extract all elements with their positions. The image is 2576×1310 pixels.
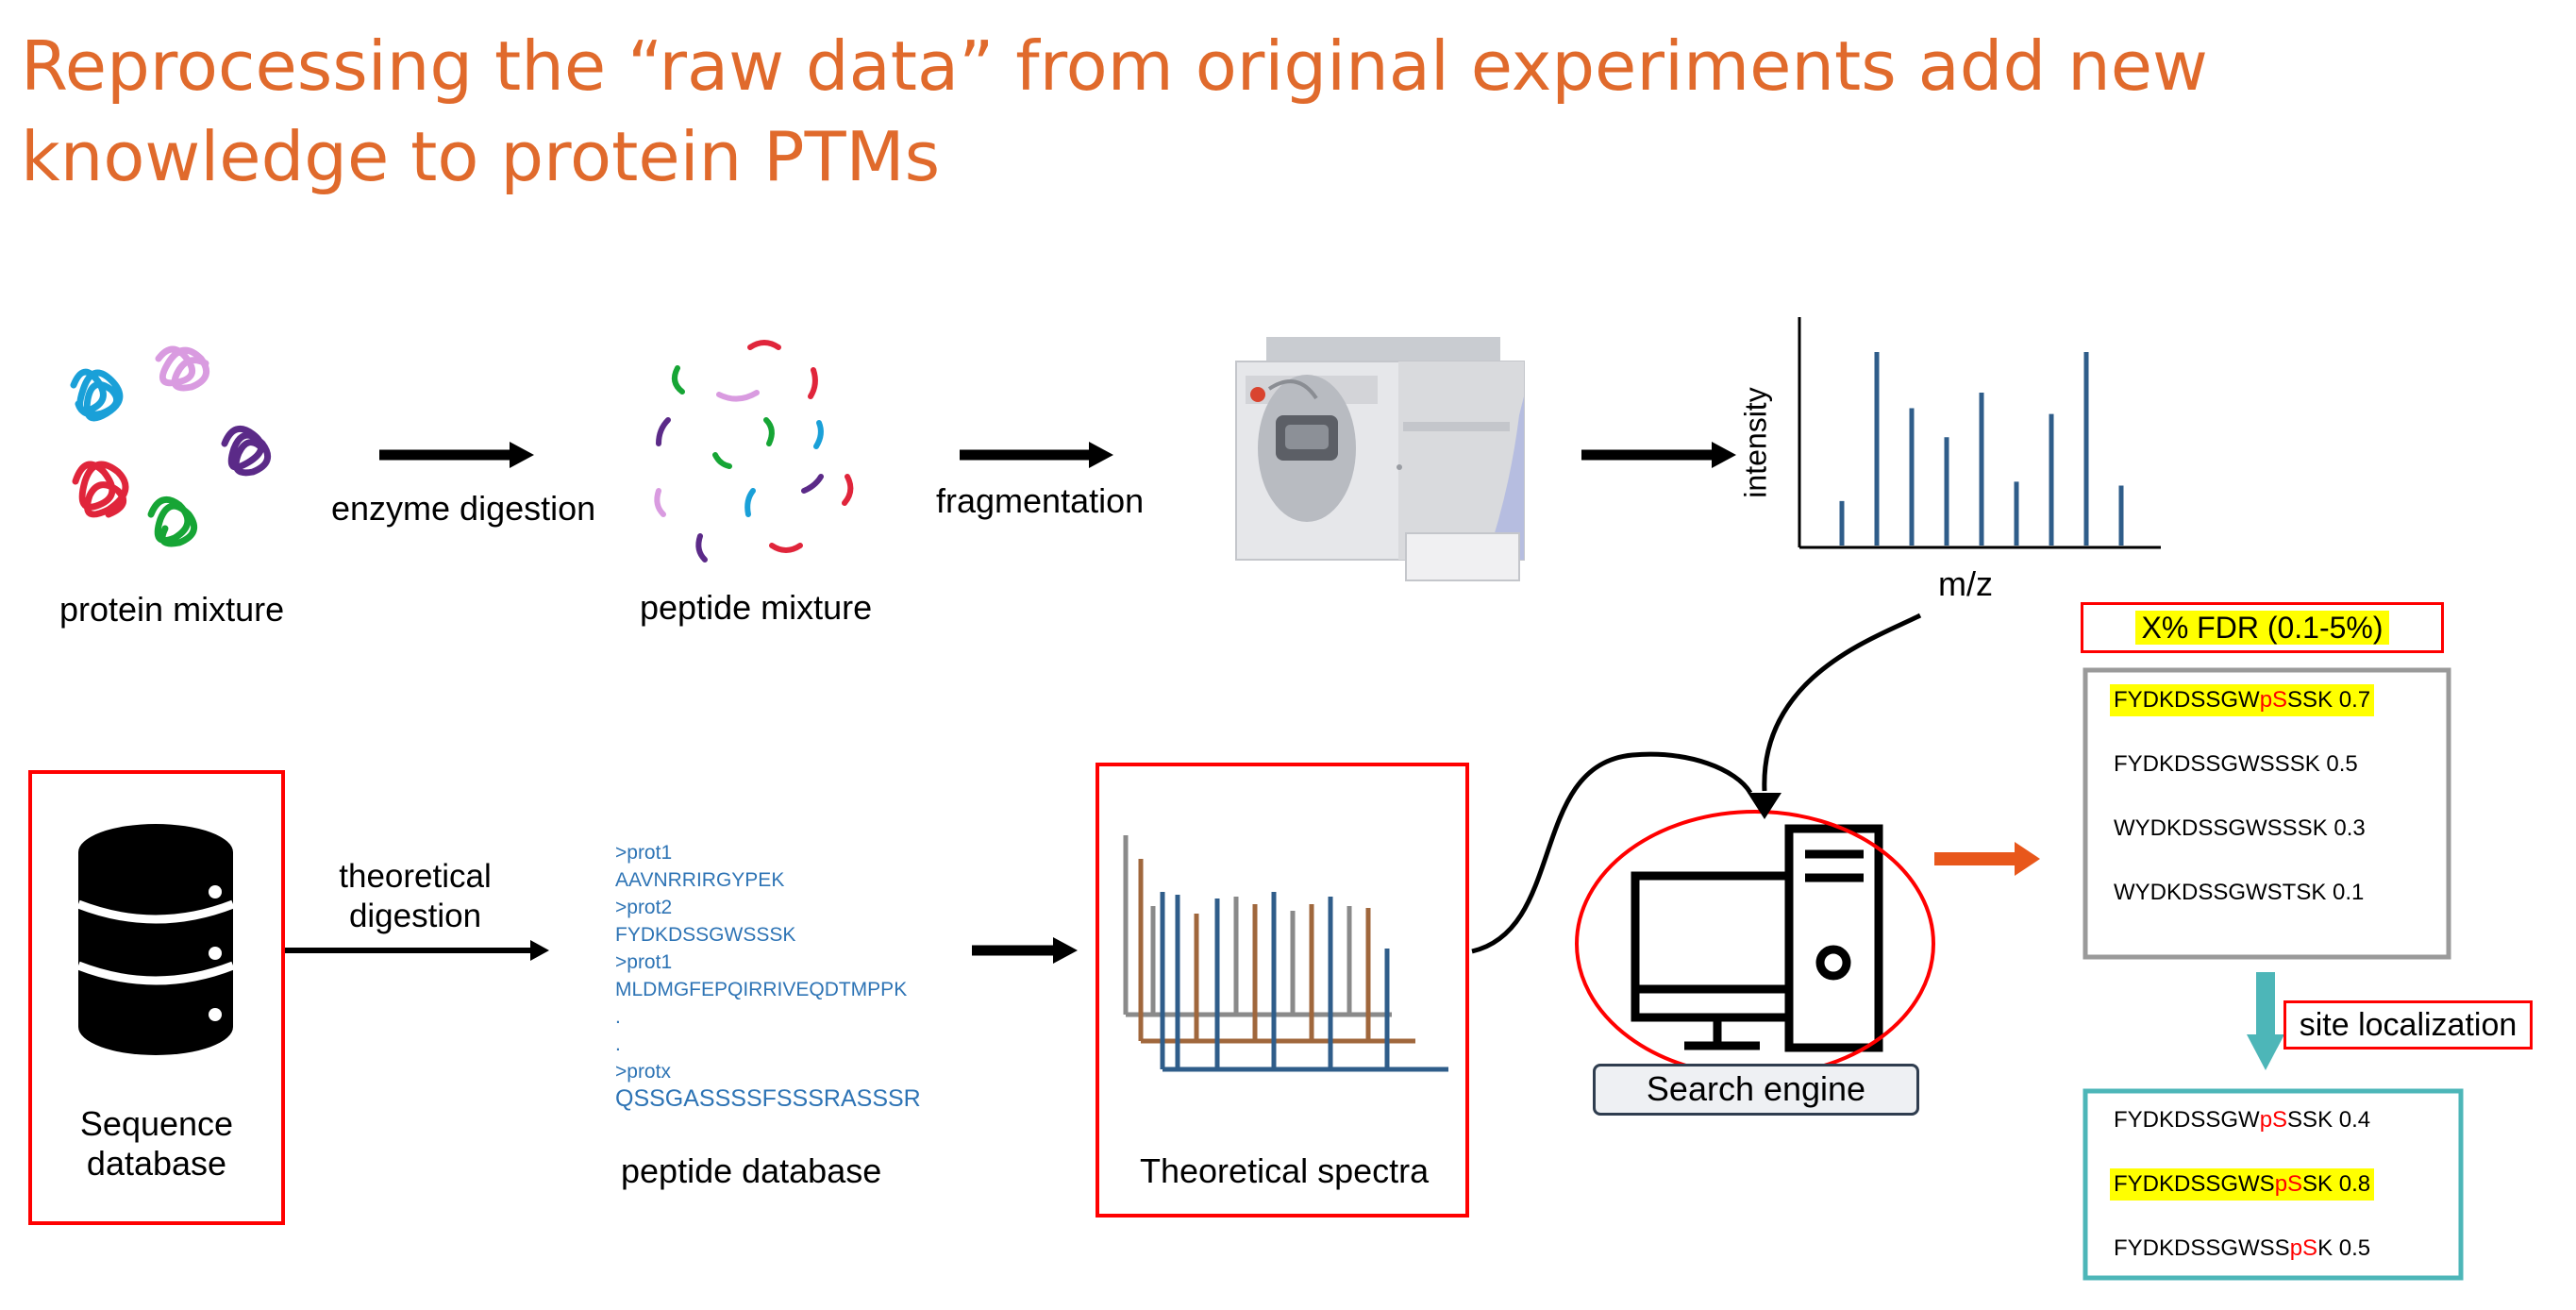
peptide-database-label: peptide database — [621, 1151, 882, 1190]
protein-mixture-label: protein mixture — [59, 590, 285, 629]
sequence-score: K 0.5 — [2317, 1235, 2371, 1261]
fasta-line: >prot1 — [615, 951, 673, 973]
mz-axis-label: m/z — [1938, 564, 1993, 603]
sequence-database-line2: database — [86, 1144, 227, 1183]
site-list-frame — [2083, 1088, 2464, 1281]
phospho-site: pS — [2274, 1171, 2303, 1197]
enzyme-digestion-label: enzyme digestion — [331, 489, 596, 528]
site-row: FYDKDSSGWpSSSK 0.4 — [2110, 1104, 2374, 1136]
sequence-text: FYDKDSSGWSS — [2114, 1235, 2290, 1261]
site-localization-label: site localization — [2283, 1000, 2533, 1050]
highlight-frames — [28, 763, 1935, 1225]
flow-arrows — [285, 442, 2284, 1070]
spectrum-chart — [1798, 317, 2161, 549]
sequence-database-label: Sequence database — [57, 1104, 257, 1184]
sequence-text: FYDKDSSGWSSSK 0.5 — [2114, 751, 2358, 777]
fdr-text: X% FDR (0.1-5%) — [2135, 611, 2389, 645]
theoretical-digestion-line1: theoretical — [339, 858, 492, 895]
page-title: Reprocessing the “raw data” from origina… — [21, 26, 2208, 196]
psm-list-frame — [2083, 667, 2451, 960]
psm-row: FYDKDSSGWpSSSK 0.7 — [2110, 684, 2375, 716]
psm-row: FYDKDSSGWSSSK 0.5 — [2110, 748, 2362, 781]
peptide-mixture-label: peptide mixture — [640, 588, 873, 627]
theoretical-spectra-label: Theoretical spectra — [1140, 1151, 1430, 1190]
psm-row: WYDKDSSGWSTSK 0.1 — [2110, 877, 2367, 909]
phospho-site: pS — [2289, 1235, 2318, 1261]
fasta-line: MLDMGFEPQIRRIVEQDTMPPK — [615, 979, 908, 1000]
sequence-score: SSK 0.4 — [2287, 1107, 2371, 1133]
sequence-text: WYDKDSSGWSTSK 0.1 — [2114, 880, 2365, 905]
sequence-score: SK 0.8 — [2302, 1171, 2371, 1197]
fragmentation-label: fragmentation — [936, 481, 1145, 520]
sequence-database-line1: Sequence — [79, 1104, 234, 1143]
theoretical-spectra-icon — [1123, 835, 1448, 1072]
site-row: FYDKDSSGWSSpSK 0.5 — [2110, 1233, 2374, 1265]
search-engine-button[interactable]: Search engine — [1593, 1064, 1919, 1116]
protein-mixture-icon — [70, 345, 272, 547]
sequence-text: FYDKDSSGW — [2114, 1107, 2260, 1133]
sequence-text: FYDKDSSGW — [2114, 687, 2260, 713]
fasta-line: >protx — [615, 1061, 671, 1083]
phospho-site: pS — [2259, 1107, 2288, 1133]
fasta-line: . — [615, 1006, 621, 1028]
site-row: FYDKDSSGWSpSSK 0.8 — [2110, 1168, 2375, 1201]
fasta-line: AAVNRRIRGYPEK — [615, 869, 785, 891]
fdr-label: X% FDR (0.1-5%) — [2081, 602, 2444, 653]
sequence-text: FYDKDSSGWS — [2114, 1171, 2275, 1197]
intensity-axis-label: intensity — [1738, 387, 1773, 498]
phospho-site: pS — [2259, 687, 2288, 713]
theoretical-digestion-line2: digestion — [348, 898, 482, 934]
peptide-mixture-icon — [654, 340, 854, 563]
computer-icon — [1631, 824, 1883, 1052]
mass-spectrometer-icon — [1235, 337, 1525, 581]
theoretical-digestion-label: theoretical digestion — [321, 857, 510, 936]
database-icon — [76, 824, 235, 1055]
sequence-text: WYDKDSSGWSSSK 0.3 — [2114, 815, 2366, 841]
spectrum-peaks — [1839, 352, 2124, 546]
fasta-line: QSSGASSSSFSSSRASSSR — [615, 1085, 921, 1112]
sequence-score: SSK 0.7 — [2287, 687, 2371, 713]
psm-row: WYDKDSSGWSSSK 0.3 — [2110, 813, 2369, 845]
fasta-line: FYDKDSSGWSSSK — [615, 924, 796, 946]
fasta-line: . — [615, 1033, 621, 1055]
fasta-line: >prot1 — [615, 842, 673, 864]
fasta-line: >prot2 — [615, 897, 673, 918]
